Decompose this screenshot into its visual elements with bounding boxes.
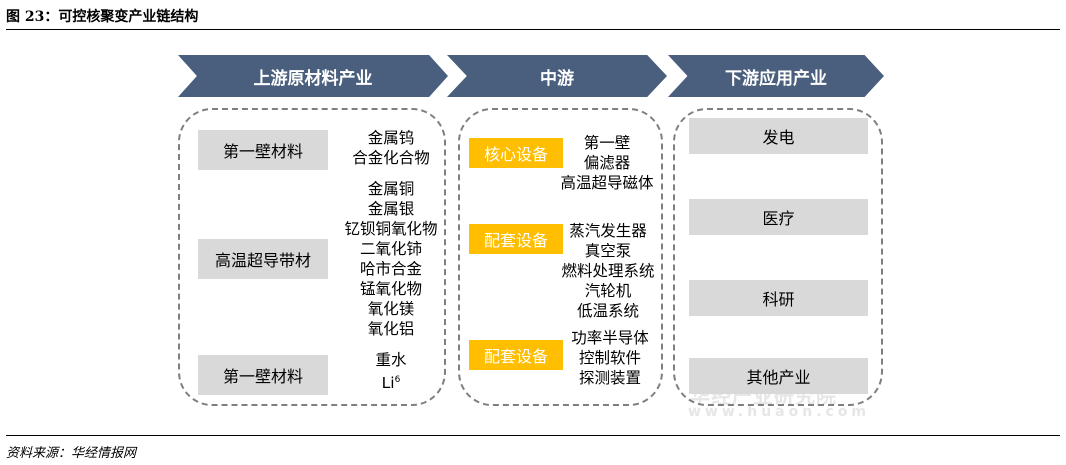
stage-arrow-upstream: 上游原材料产业 xyxy=(178,55,448,97)
list-item: 低温系统 xyxy=(576,302,639,320)
list-item: 二氧化铈 xyxy=(359,240,422,258)
lithium-isotope: 6 xyxy=(394,375,401,385)
stage-label-upstream: 上游原材料产业 xyxy=(253,68,373,89)
upstream-list-hts-tape: 金属铜 金属银 钇钡铜氧化物 二氧化铈 哈市合金 锰氧化物 氧化镁 氧化铝 xyxy=(330,179,452,339)
list-item: 合金化合物 xyxy=(352,149,430,167)
downstream-group xyxy=(673,108,883,406)
stage-arrow-midstream: 中游 xyxy=(447,55,667,97)
bottom-rule xyxy=(6,435,1060,436)
midstream-tag-auxiliary-2: 配套设备 xyxy=(469,340,563,370)
downstream-item-power: 发电 xyxy=(689,118,868,154)
list-item: 氧化铝 xyxy=(367,320,415,338)
watermark-url: www.huaon.com xyxy=(688,404,871,420)
lithium-label: Li xyxy=(381,374,395,393)
list-item: 锰氧化物 xyxy=(359,280,422,298)
list-item: 控制软件 xyxy=(578,349,641,367)
stage-arrow-downstream: 下游应用产业 xyxy=(668,55,884,97)
downstream-item-medical: 医疗 xyxy=(689,199,868,235)
upstream-list-first-wall: 金属钨 合金化合物 xyxy=(336,128,446,168)
midstream-tag-core: 核心设备 xyxy=(469,138,563,168)
downstream-item-other: 其他产业 xyxy=(689,358,868,394)
list-item: 金属铜 xyxy=(367,180,415,198)
upstream-category-fuel: 第一壁材料 xyxy=(198,355,328,395)
list-item: 汽轮机 xyxy=(584,282,632,300)
stage-label-midstream: 中游 xyxy=(540,68,574,89)
figure-source: 资料来源：华经情报网 xyxy=(6,446,137,461)
upstream-list-fuel: 重水 Li6 xyxy=(336,350,446,393)
figure-title: 图 23：可控核聚变产业链结构 xyxy=(6,9,199,25)
list-item: 燃料处理系统 xyxy=(561,262,655,280)
midstream-tag-auxiliary-1: 配套设备 xyxy=(469,224,563,254)
list-item: 探测装置 xyxy=(578,369,641,387)
midstream-list-core: 第一壁 偏滤器 高温超导磁体 xyxy=(553,133,661,193)
list-item: 偏滤器 xyxy=(583,154,631,172)
list-item: Li6 xyxy=(336,370,446,393)
upstream-group xyxy=(178,108,446,406)
list-item: 氧化镁 xyxy=(367,300,415,318)
upstream-category-first-wall: 第一壁材料 xyxy=(198,130,328,170)
list-item: 钇钡铜氧化物 xyxy=(344,220,438,238)
list-item: 功率半导体 xyxy=(571,329,649,347)
top-rule xyxy=(6,29,1060,30)
midstream-list-auxiliary-2: 功率半导体 控制软件 探测装置 xyxy=(560,328,660,388)
downstream-item-research: 科研 xyxy=(689,280,868,316)
list-item: 金属银 xyxy=(367,200,415,218)
list-item: 真空泵 xyxy=(584,242,632,260)
upstream-category-hts-tape: 高温超导带材 xyxy=(198,239,328,279)
midstream-list-auxiliary-1: 蒸汽发生器 真空泵 燃料处理系统 汽轮机 低温系统 xyxy=(553,221,663,321)
list-item: 第一壁 xyxy=(583,134,631,152)
stage-label-downstream: 下游应用产业 xyxy=(725,68,827,89)
list-item: 高温超导磁体 xyxy=(560,174,654,192)
list-item: 蒸汽发生器 xyxy=(569,222,647,240)
list-item: 重水 xyxy=(375,351,407,369)
midstream-group xyxy=(458,108,663,406)
list-item: 金属钨 xyxy=(367,129,415,147)
list-item: 哈市合金 xyxy=(359,260,422,278)
